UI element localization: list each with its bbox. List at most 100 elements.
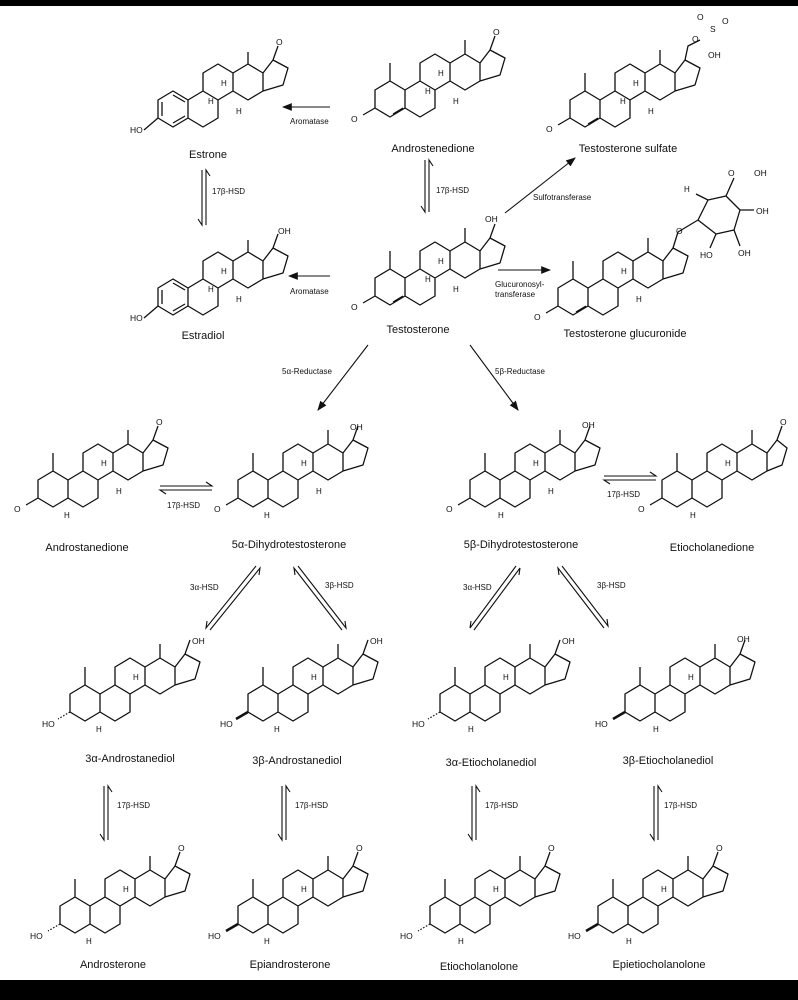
h-atom: H [633, 79, 639, 88]
ketone-o: O [276, 37, 283, 47]
molecule-3b-androstanediol: HO OH H H [220, 636, 383, 734]
oh-group: OH [350, 422, 363, 432]
ho-group: HO [130, 125, 143, 135]
h-atom: H [620, 97, 626, 106]
h-atom: H [458, 937, 464, 946]
ho-group: HO [42, 719, 55, 729]
oh-group: OH [192, 636, 205, 646]
h-atom: H [116, 487, 122, 496]
oh-group: OH [278, 226, 291, 236]
molecule-androstenedione: O O H H H [351, 27, 506, 124]
h-atom: H [208, 97, 214, 106]
ketone-o: O [493, 27, 500, 37]
ketone-o: O [14, 504, 21, 514]
label-3a-androstanediol: 3α-Androstanediol [85, 753, 175, 765]
h-atom: H [301, 885, 307, 894]
molecule-androsterone: HO O H H [30, 843, 191, 946]
oh-group: OH [738, 248, 751, 258]
molecule-5b-dihydrotestosterone: O OH H H H [446, 420, 601, 520]
label-estradiol: Estradiol [182, 330, 225, 342]
molecule-testosterone: O OH H H H [351, 214, 506, 312]
label-estrone: Estrone [189, 149, 227, 161]
label-androstanedione: Androstanedione [45, 542, 128, 554]
ho-group: HO [400, 931, 413, 941]
label-3b-etiocholanediol: 3β-Etiocholanediol [623, 755, 714, 767]
glycosidic-o: O [676, 226, 683, 236]
oh-group: OH [485, 214, 498, 224]
ketone-o: O [638, 504, 645, 514]
ho-group: HO [208, 931, 221, 941]
equilibrium-3b-etiocholanediol-epietiocholanolone [649, 784, 663, 842]
molecule-testosterone-sulfate: O O S O O OH H H H [546, 12, 729, 134]
oh-group: OH [582, 420, 595, 430]
equilibrium-5b-dht-3a-etiocholanediol [469, 565, 521, 631]
molecule-3a-etiocholanediol: HO OH H H [412, 636, 575, 734]
ho-group: HO [130, 313, 143, 323]
h-atom: H [438, 69, 444, 78]
h-atom: H [101, 459, 107, 468]
steroid-metabolism-diagram: HO O H H H O O H H H O O S O O OH H H H … [14, 12, 788, 973]
molecule-estradiol: HO OH H H H [130, 226, 291, 323]
enzyme-17bhsd-5: 17β-HSD [117, 801, 150, 810]
enzyme-glucuronosyl-1: Glucuronosyl- [495, 280, 545, 289]
molecule-epiandrosterone: HO O H H [208, 843, 369, 946]
h-atom: H [468, 725, 474, 734]
h-atom: H [236, 107, 242, 116]
h-atom: H [96, 725, 102, 734]
equilibrium-3a-androstanediol-androsterone [99, 784, 113, 842]
h-atom: H [64, 511, 70, 520]
equilibrium-3a-etiocholanediol-etiocholanolone [467, 784, 481, 842]
sulfate-oh: OH [708, 50, 721, 60]
h-atom: H [498, 511, 504, 520]
label-testosterone-sulfate: Testosterone sulfate [579, 143, 677, 155]
equilibrium-androstenedione-testosterone [420, 158, 434, 214]
enzyme-3ahsd-2: 3α-HSD [463, 583, 492, 592]
label-androstenedione: Androstenedione [391, 143, 474, 155]
h-atom: H [221, 79, 227, 88]
molecule-testosterone-glucuronide: O O O OH OH OH HO H H H [534, 168, 769, 322]
h-atom: H [311, 673, 317, 682]
h-atom: H [425, 275, 431, 284]
h-atom: H [648, 107, 654, 116]
sulfur: S [710, 24, 716, 34]
enzyme-17bhsd-3: 17β-HSD [167, 501, 200, 510]
h-atom: H [661, 885, 667, 894]
sulfate-o: O [722, 16, 729, 26]
label-epietiocholanolone: Epietiocholanolone [613, 959, 706, 971]
ether-o: O [692, 34, 699, 44]
ho-group: HO [220, 719, 233, 729]
h-atom: H [425, 87, 431, 96]
enzyme-glucuronosyl-2: transferase [495, 290, 536, 299]
h-atom: H [264, 937, 270, 946]
label-3a-etiocholanediol: 3α-Etiocholanediol [446, 757, 537, 769]
enzyme-17bhsd-1: 17β-HSD [212, 187, 245, 196]
sulfate-o: O [697, 12, 704, 22]
h-atom: H [688, 673, 694, 682]
h-atom: H [221, 267, 227, 276]
arrow-sulfotransferase [504, 157, 576, 214]
equilibrium-androstanedione-5a-dht [158, 481, 214, 495]
oh-group: OH [370, 636, 383, 646]
ketone-o: O [548, 843, 555, 853]
ketone-o: O [351, 302, 358, 312]
ketone-o: O [214, 504, 221, 514]
ho-group: HO [30, 931, 43, 941]
label-3b-androstanediol: 3β-Androstanediol [252, 755, 342, 767]
h-atom: H [626, 937, 632, 946]
oh-group: OH [756, 206, 769, 216]
enzyme-aromatase-2: Aromatase [290, 287, 329, 296]
h-atom: H [133, 673, 139, 682]
ketone-o: O [546, 124, 553, 134]
label-etiocholanedione: Etiocholanedione [670, 542, 754, 554]
h-atom: H [438, 257, 444, 266]
h-atom: H [264, 511, 270, 520]
ho-group: HO [412, 719, 425, 729]
oh-group: OH [562, 636, 575, 646]
equilibrium-estrone-estradiol [197, 168, 211, 227]
label-testosterone: Testosterone [387, 324, 450, 336]
molecule-etiocholanolone: HO O H H [400, 843, 561, 946]
h-atom: H [503, 673, 509, 682]
h-atom: H [690, 511, 696, 520]
molecule-estrone: HO O H H H [130, 37, 289, 135]
top-black-bar [0, 0, 798, 6]
